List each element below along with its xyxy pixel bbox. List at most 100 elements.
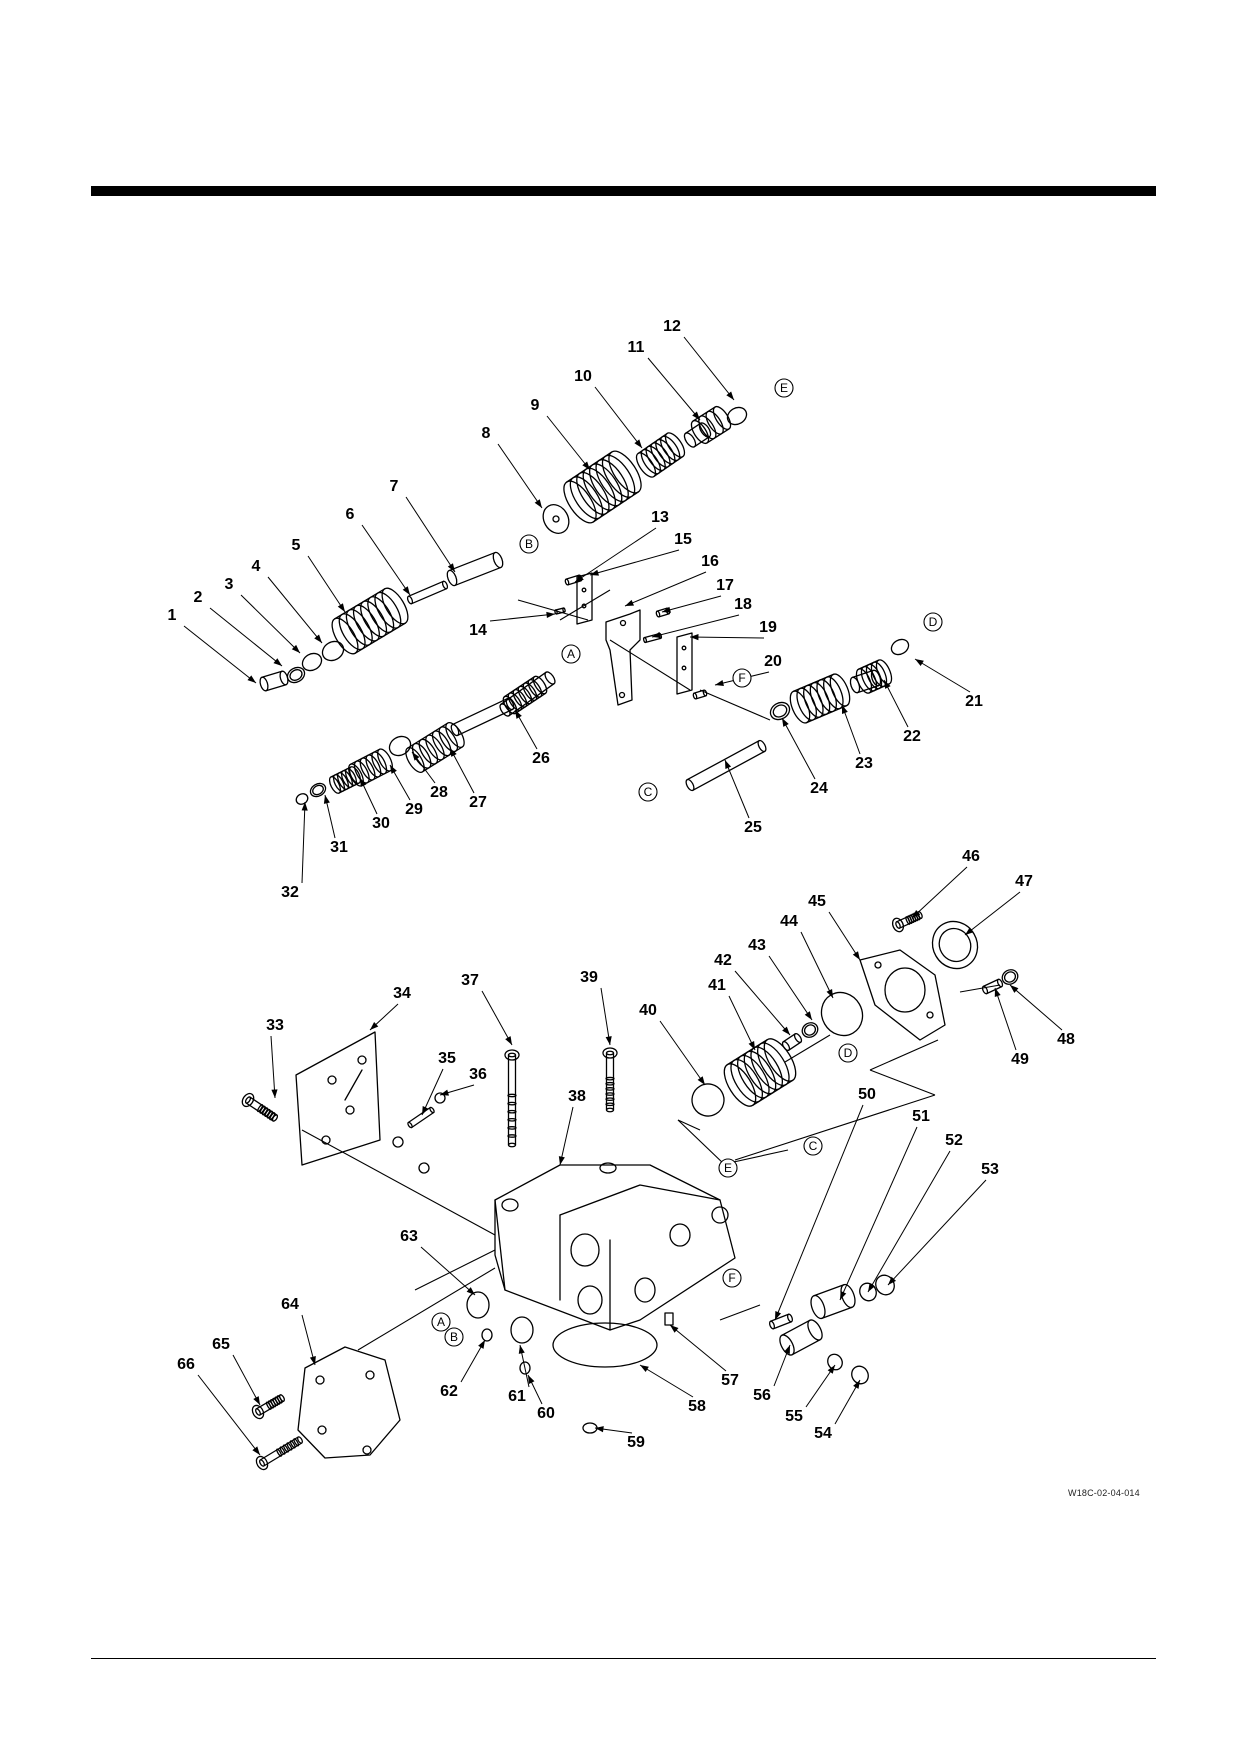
ref-D-lower: D [838,1043,858,1063]
part-1-plug [259,670,289,692]
callout-leader [661,595,722,613]
callout-leader [781,717,816,780]
callout-leader [197,1374,261,1456]
part-6-pin [406,580,449,605]
callout-52: 52 [867,1132,963,1293]
ref-letter: B [450,1330,458,1344]
part-6-pin-end [441,580,449,590]
part-33-bolt [241,1092,276,1121]
part-49-screw-edge [982,978,999,988]
callout-number: 45 [808,893,826,910]
callout-arrowhead [868,1283,875,1292]
part-37-bolt-head [504,1049,520,1061]
callout-leader [449,747,475,794]
callout-number: 3 [225,576,234,593]
part-39-bolt-thread [605,1087,615,1091]
callout-number: 7 [390,478,399,495]
part-7-pin-end [492,551,504,569]
callout-arrowhead [725,760,732,769]
part-66-bolt-shank-end [258,1459,266,1467]
callout-number: 9 [531,397,540,414]
part-1-plug-edge [265,684,287,692]
part-11-body-edge [706,428,730,444]
part-56-plug-edge [791,1339,821,1356]
callout-arrowhead [337,603,345,612]
callout-number: 28 [430,784,448,801]
callout-43: 43 [748,937,813,1021]
part-7-pin-edge [448,551,496,572]
part-31-washer-outer [309,782,327,798]
callout-arrowhead [715,680,724,687]
part-40-oring [691,1083,725,1117]
part-29-spring [348,748,393,787]
callout-49: 49 [994,987,1029,1068]
part-36-oring-outer [434,1092,446,1104]
part-34-plate [295,1031,381,1166]
callout-leader [841,704,861,755]
callout-61: 61 [508,1344,530,1405]
callout-number: 64 [281,1296,299,1313]
part-7-pin [446,551,504,587]
callout-number: 49 [1011,1051,1029,1068]
callout-arrowhead [782,1026,790,1035]
routing-line [869,1039,939,1071]
callout-number: 30 [372,815,390,832]
callout-arrowhead [670,1325,679,1333]
callout-arrowhead [1010,985,1019,993]
part-25-rod-end [757,739,767,753]
callout-arrowhead [827,1365,835,1374]
part-33-bolt-shank-end [271,1114,279,1122]
callout-leader [240,594,301,654]
part-38-port [570,1233,600,1267]
part-33-bolt-shank-end [244,1096,252,1104]
part-13-pin-edge [565,574,580,580]
routing-line [559,589,611,621]
callout-arrowhead [582,461,590,470]
part-50-pin-end [768,1320,776,1330]
callout-arrowhead [915,659,924,666]
part-64-hole [315,1375,325,1385]
callout-arrowhead [853,1380,860,1389]
part-11-body-edge [692,406,716,422]
callout-24: 24 [781,717,828,797]
callout-arrowhead [447,563,455,572]
part-29-spring-edge [349,748,381,765]
callout-arrowhead [291,644,300,653]
part-54-ring [851,1365,869,1385]
callout-number: 43 [748,937,766,954]
ref-circle [519,534,539,554]
ref-circle [444,1327,464,1347]
part-49-screw [981,978,1004,995]
callout-51: 51 [839,1108,930,1301]
callout-4: 4 [252,558,323,644]
callout-number: 42 [714,952,732,969]
callout-17: 17 [661,577,734,613]
callout-35: 35 [421,1050,456,1116]
callout-leader [361,524,411,596]
part-30-spring-edge [338,782,360,794]
part-65-bolt-shank-end [279,1394,285,1402]
ref-E-upper: E [774,378,794,398]
part-12-oring-outer [726,406,748,426]
part-47-ring-outer [931,920,979,970]
part-52-oring [859,1282,877,1302]
part-19-hole [681,645,687,651]
ref-circle [561,644,581,664]
part-36-oring-outer [392,1136,404,1148]
callout-leader [651,614,740,638]
part-45-bore [884,967,926,1013]
part-26-spool-land [502,675,548,715]
part-47-ring-inner [938,927,972,963]
callout-number: 59 [627,1434,645,1451]
callout-arrowhead [625,599,634,606]
callout-number: 10 [574,368,592,385]
callout-40: 40 [639,1002,706,1086]
callout-number: 27 [469,794,487,811]
ref-letter: E [724,1161,732,1175]
part-39-bolt-shank-end [605,1050,615,1056]
ref-letter: F [738,671,745,685]
routing-line [869,1069,936,1096]
callout-leader [683,336,735,401]
callout-leader [600,987,611,1046]
callout-arrowhead [247,675,256,683]
